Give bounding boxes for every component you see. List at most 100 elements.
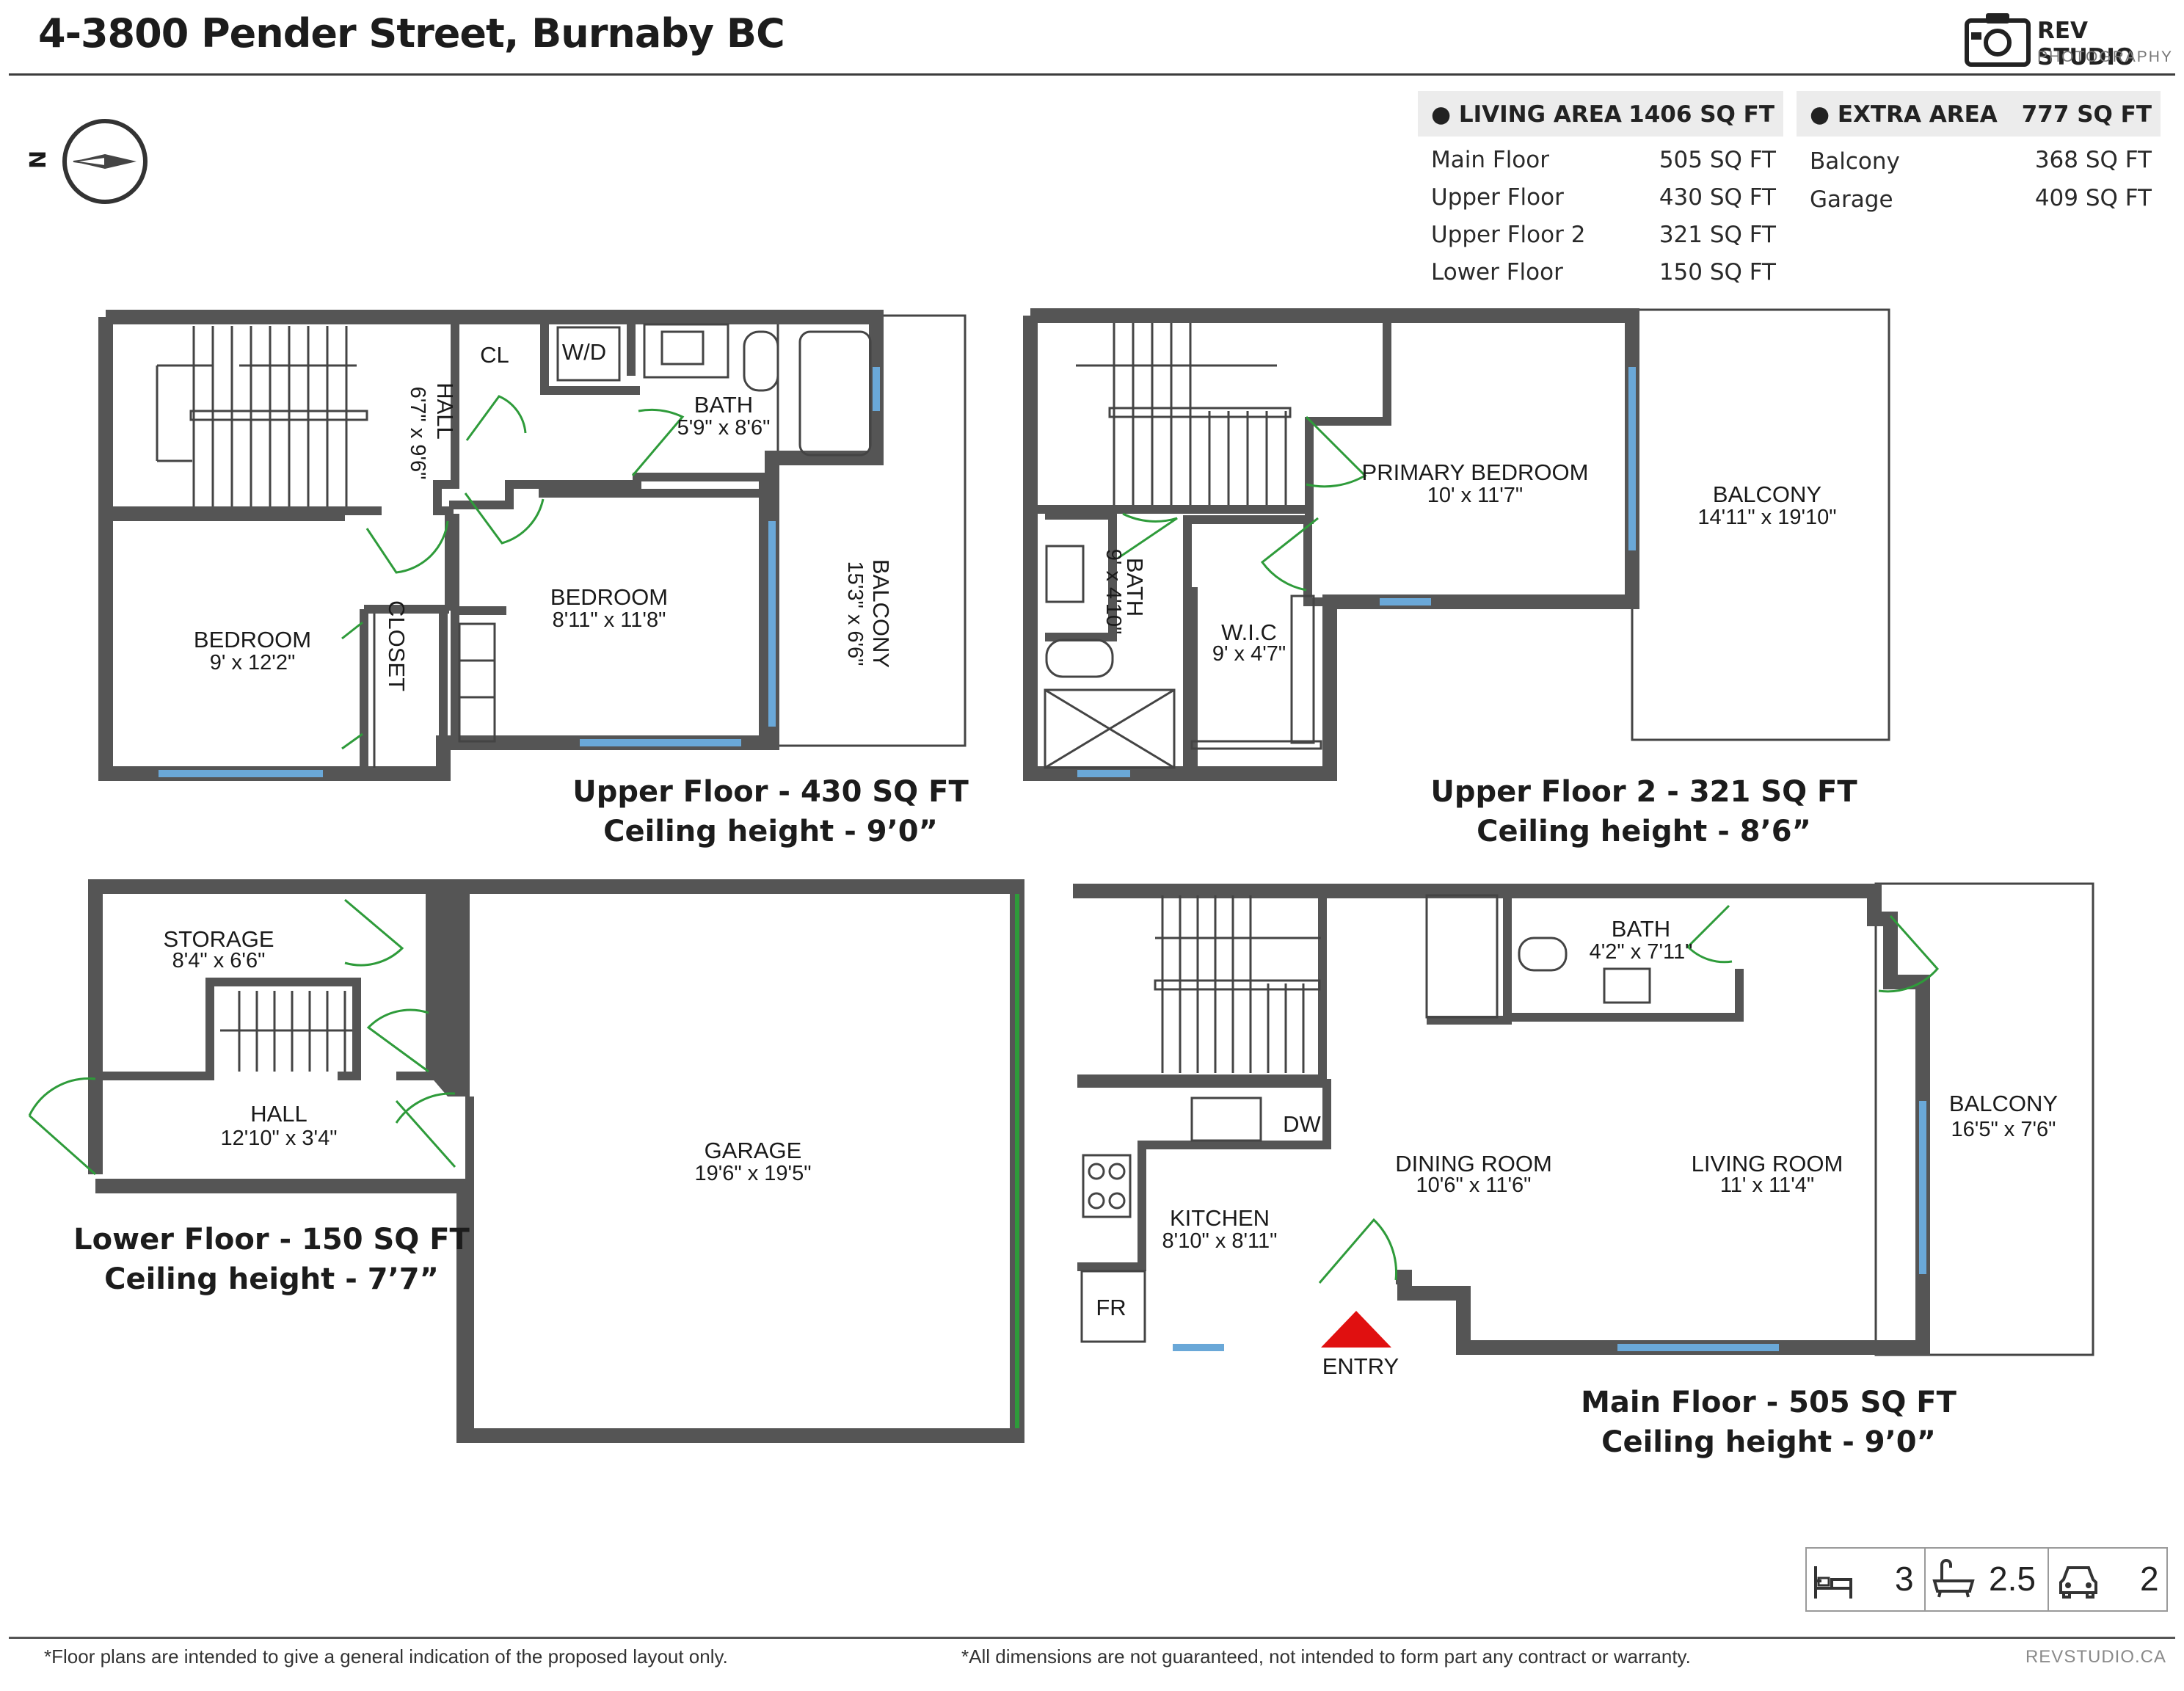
upper2-stairs — [1076, 323, 1292, 505]
main-toilet — [1518, 937, 1568, 972]
main-dw-label: DW — [1283, 1111, 1321, 1137]
main-floor-caption: Main Floor - 505 SQ FT Ceiling height - … — [1556, 1383, 1981, 1462]
upper-bedroom1-dim: 9' x 12'2" — [210, 651, 296, 674]
main-fridge-label: FR — [1096, 1295, 1126, 1320]
lower-floor-title: Lower Floor - 150 SQ FT — [73, 1223, 470, 1257]
main-balcony-dim: 16'5" x 7'6" — [1951, 1118, 2056, 1141]
main-kitchen-dim: 8'10" x 8'11" — [1162, 1229, 1278, 1253]
upper-floor-2-ceiling: Ceiling height - 8’6” — [1477, 815, 1811, 848]
lower-column — [430, 887, 470, 1097]
upper-door — [631, 408, 685, 476]
garage-dim: 19'6" x 19'5" — [694, 1162, 811, 1185]
upper2-balcony-label: BALCONY — [1713, 481, 1821, 507]
main-living-label: LIVING ROOM — [1692, 1151, 1843, 1177]
upper-door — [464, 492, 545, 545]
upper-floor-title: Upper Floor - 430 SQ FT — [572, 775, 969, 809]
property-summary-bar: 3 2.5 2 — [1805, 1547, 2168, 1612]
main-entry-label: ENTRY — [1322, 1353, 1399, 1379]
upper-floor-ceiling: Ceiling height - 9’0” — [603, 815, 938, 848]
living-row-name: Upper Floor — [1431, 184, 1564, 211]
upper-bedroom2-label: BEDROOM — [550, 584, 668, 610]
living-area-total: 1406 SQ FT — [1628, 101, 1774, 128]
lower-floor-caption: Lower Floor - 150 SQ FT Ceiling height -… — [59, 1220, 484, 1299]
upper2-bath-sink — [1045, 545, 1085, 603]
main-living-dim: 11' x 11'4" — [1720, 1174, 1814, 1197]
upper-floor-caption: Upper Floor - 430 SQ FT Ceiling height -… — [558, 772, 983, 851]
compass-icon — [62, 119, 148, 204]
lower-wall — [396, 887, 434, 1080]
upper-wall — [540, 317, 640, 395]
lower-hall-dim: 12'10" x 3'4" — [220, 1127, 337, 1150]
compass: N — [26, 117, 154, 206]
main-fridge — [1080, 1270, 1146, 1343]
upper-bedroom2-dim: 8'11" x 11'8" — [553, 608, 666, 632]
lower-storage-label: STORAGE — [163, 926, 274, 952]
main-wall — [1427, 891, 1512, 1025]
main-floor-title: Main Floor - 505 SQ FT — [1581, 1386, 1956, 1419]
main-floor-plan: BATH 4'2" x 7'11" DW DINING ROOM 10'6" x… — [1073, 882, 2094, 1379]
upper-closet-label: CLOSET — [384, 600, 410, 691]
upper2-wall — [1303, 520, 1330, 606]
burner — [1088, 1192, 1105, 1210]
burner — [1088, 1163, 1105, 1180]
bathtub-icon — [1932, 1559, 1975, 1598]
upper-bath-dim: 5'9" x 8'6" — [677, 416, 771, 440]
living-row-name: Lower Floor — [1431, 259, 1563, 286]
lower-door — [366, 1008, 429, 1073]
page-title: 4-3800 Pender Street, Burnaby BC — [38, 10, 785, 57]
burner — [1108, 1192, 1126, 1210]
lower-hall-label: HALL — [250, 1101, 307, 1127]
parking-count: 2 — [2140, 1560, 2159, 1598]
baths-count: 2.5 — [1989, 1560, 2036, 1598]
main-dining-label: DINING ROOM — [1395, 1151, 1552, 1177]
header-divider — [9, 73, 2175, 76]
upper2-door — [1260, 517, 1319, 592]
lower-storage-dim: 8'4" x 6'6" — [172, 949, 266, 972]
lower-stairs — [220, 991, 352, 1072]
upper-stair-landing — [189, 410, 368, 421]
footer-website: REVSTUDIO.CA — [2025, 1647, 2166, 1667]
upper2-bath-label: BATH — [1122, 558, 1148, 617]
garage-label: GARAGE — [705, 1138, 802, 1163]
beds-count: 3 — [1895, 1560, 1914, 1598]
upper-wall — [433, 317, 459, 611]
upper-door — [365, 520, 449, 574]
main-kitchen-label: KITCHEN — [1170, 1205, 1270, 1231]
main-bath-label: BATH — [1612, 916, 1670, 942]
baths-cell: 2.5 — [1926, 1549, 2049, 1610]
upper-bedroom1-label: BEDROOM — [194, 627, 311, 652]
living-row-value: 321 SQ FT — [1659, 222, 1776, 248]
upper-hall-label: HALL — [432, 382, 458, 440]
living-area-header: ● LIVING AREA 1406 SQ FT — [1418, 91, 1783, 137]
main-kitchen-sink — [1190, 1097, 1262, 1142]
main-bath-sink — [1603, 967, 1651, 1004]
upper-closet-door — [341, 621, 363, 750]
upper2-outer-wall — [1023, 308, 1639, 781]
upper-wall — [451, 514, 506, 615]
extra-area-header: ● EXTRA AREA 777 SQ FT — [1797, 91, 2161, 137]
upper-hall-dim: 6'7" x 9'6" — [406, 387, 429, 480]
entry-arrow-icon — [1321, 1311, 1391, 1348]
extra-area-label: ● EXTRA AREA — [1810, 101, 1998, 128]
main-bath-cabinet — [1425, 894, 1499, 1019]
living-row-value: 430 SQ FT — [1659, 184, 1776, 211]
footer-disclaimer-left: *Floor plans are intended to give a gene… — [44, 1645, 728, 1668]
main-balcony-outline — [1874, 882, 2094, 1356]
lower-floor-ceiling: Ceiling height - 7’7” — [104, 1262, 439, 1296]
lower-floor-plan: STORAGE 8'4" x 6'6" HALL 12'10" x 3'4" G… — [28, 879, 1024, 1443]
main-wall — [1507, 969, 1744, 1022]
living-row-name: Main Floor — [1431, 147, 1549, 173]
upper-bathtub — [798, 330, 872, 457]
upper-shelves — [458, 622, 496, 743]
extra-row-name: Balcony — [1810, 148, 1900, 175]
upper2-door — [1118, 512, 1178, 559]
lower-entry-door — [28, 1077, 96, 1176]
upper2-wic-dim: 9' x 4'7" — [1212, 642, 1286, 666]
upper-floor-2-plan: PRIMARY BEDROOM 10' x 11'7" BALCONY 14'1… — [1023, 308, 1890, 781]
upper-stairs — [156, 326, 357, 506]
living-area-label: ● LIVING AREA — [1431, 101, 1622, 128]
upper-bath-label: BATH — [694, 392, 753, 418]
extra-row-name: Garage — [1810, 186, 1893, 213]
